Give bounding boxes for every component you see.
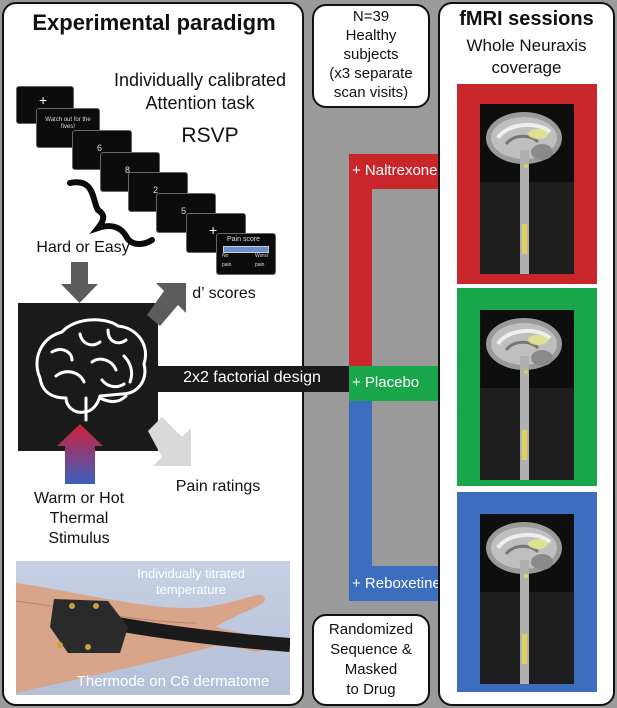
photo-caption-top-line2: temperature [155, 582, 227, 597]
pain-score-card: Pain score No Worst pain pain [216, 233, 276, 275]
subjects-line5: scan visits) [333, 84, 409, 101]
stimulus-label-line1: Warm or Hot [33, 490, 125, 507]
sessions-title: fMRI sessions [459, 8, 594, 30]
randomization-box [312, 614, 430, 706]
pain-ratings-label: Pain ratings [175, 478, 261, 495]
session-box-naltrexone [457, 84, 597, 284]
subjects-line1: N=39 [352, 8, 390, 25]
dprime-label: d’ scores [192, 285, 256, 302]
subjects-line4: (x3 separate [329, 65, 413, 82]
subjects-line3: subjects [343, 46, 399, 63]
stimulus-label-line3: Stimulus [48, 530, 110, 547]
drug-label-naltrexone: + Naltrexone [352, 162, 438, 179]
drug-label-placebo: + Placebo [352, 374, 420, 391]
brain-stimulus-box [18, 303, 158, 451]
subjects-line2: Healthy [345, 27, 397, 44]
sessions-subtitle-line1: Whole Neuraxis [466, 36, 587, 55]
randomization-line1: Randomized [328, 621, 414, 638]
task-title-line2: Attention task [145, 93, 255, 113]
difficulty-label: Hard or Easy [36, 239, 130, 256]
photo-caption-bottom: Thermode on C6 dermatome [76, 673, 270, 690]
session-box-placebo [457, 288, 597, 486]
subjects-box [312, 4, 430, 108]
sessions-subtitle-line2: coverage [491, 58, 562, 77]
stimulus-label-line2: Thermal [49, 510, 109, 527]
drug-label-reboxetine: + Reboxetine [352, 575, 441, 592]
photo-caption-top-line1: Individually titrated [137, 566, 245, 581]
paradigm-title: Experimental paradigm [32, 10, 276, 35]
task-title-line1: Individually calibrated [113, 70, 287, 90]
factorial-design-label: 2x2 factorial design [183, 369, 321, 386]
thermode-photo: Individually titrated temperature Thermo… [16, 561, 290, 695]
randomization-line2: Sequence & [330, 641, 412, 658]
session-box-reboxetine [457, 492, 597, 692]
randomization-line4: to Drug [346, 681, 396, 698]
randomization-line3: Masked [344, 661, 398, 678]
rsvp-label: RSVP [181, 124, 239, 147]
